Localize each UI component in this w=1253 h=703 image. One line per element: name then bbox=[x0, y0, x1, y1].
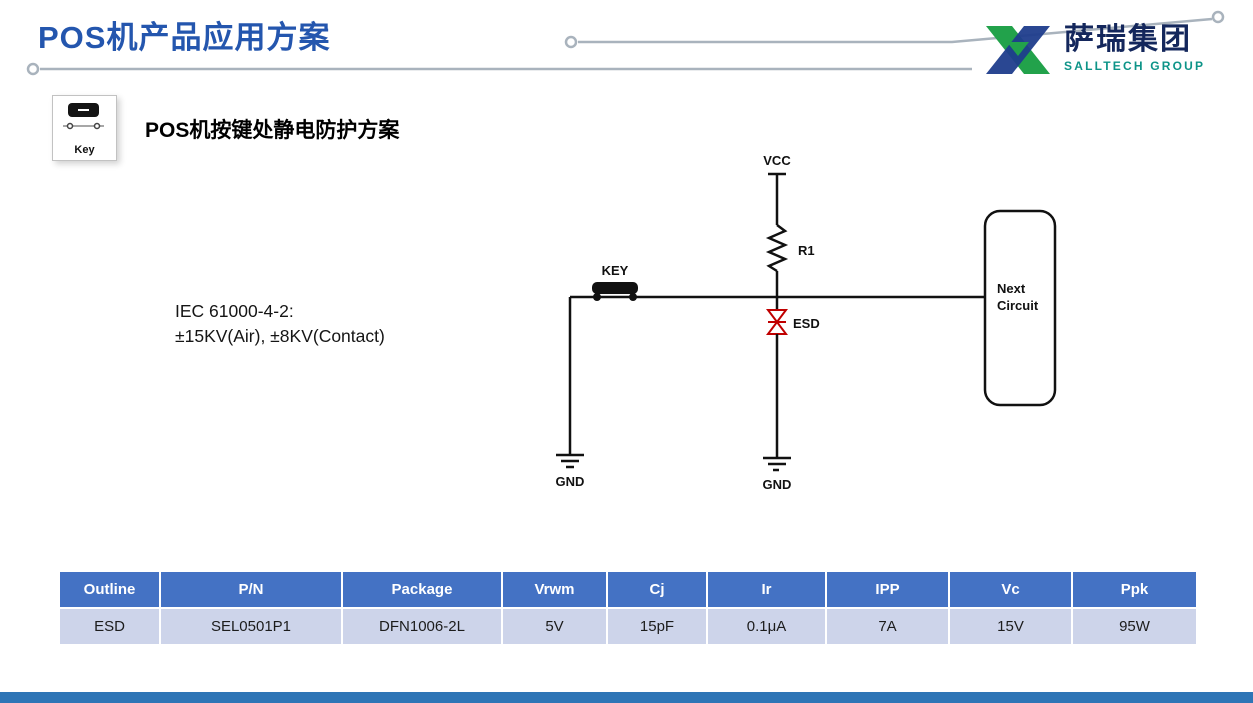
key-switch-icon bbox=[63, 103, 104, 130]
resistor-r1 bbox=[765, 224, 789, 273]
logo-tagline: SALLTECH GROUP bbox=[1064, 59, 1206, 73]
gnd-symbol-right bbox=[763, 456, 791, 472]
esd-label: ESD bbox=[793, 316, 820, 331]
key-icon-label: Key bbox=[74, 144, 95, 156]
deco-ring-left bbox=[26, 62, 40, 76]
gnd-right-label: GND bbox=[763, 477, 792, 492]
cell-ipp: 7A bbox=[827, 609, 950, 646]
deco-ring-middle bbox=[564, 35, 578, 49]
col-header-vc: Vc bbox=[950, 572, 1073, 609]
vcc-label: VCC bbox=[763, 153, 791, 168]
logo-mark-icon bbox=[986, 26, 1050, 74]
next-circuit-line2: Circuit bbox=[997, 298, 1039, 313]
gnd-symbol-left bbox=[556, 453, 584, 469]
bottom-accent-bar bbox=[0, 692, 1253, 703]
key-label: KEY bbox=[602, 263, 629, 278]
logo-company-name: 萨瑞集团 bbox=[1064, 23, 1192, 56]
cell-package: DFN1006-2L bbox=[343, 609, 503, 646]
cell-vrwm: 5V bbox=[503, 609, 608, 646]
col-header-pn: P/N bbox=[161, 572, 343, 609]
section-heading: POS机按键处静电防护方案 bbox=[145, 119, 400, 142]
company-logo: 萨瑞集团 SALLTECH GROUP bbox=[982, 22, 1205, 78]
r1-label: R1 bbox=[798, 243, 815, 258]
cell-cj: 15pF bbox=[608, 609, 708, 646]
spec-table: Outline P/N Package Vrwm Cj Ir IPP Vc Pp… bbox=[60, 572, 1196, 646]
deco-ring-top-right bbox=[1211, 10, 1225, 24]
col-header-vrwm: Vrwm bbox=[503, 572, 608, 609]
esd-diode bbox=[766, 309, 788, 335]
cell-ir: 0.1μA bbox=[708, 609, 827, 646]
cell-outline: ESD bbox=[60, 609, 161, 646]
page-title: POS机产品应用方案 bbox=[38, 20, 331, 55]
col-header-package: Package bbox=[343, 572, 503, 609]
gnd-left-label: GND bbox=[556, 474, 585, 489]
cell-pn: SEL0501P1 bbox=[161, 609, 343, 646]
col-header-ir: Ir bbox=[708, 572, 827, 609]
key-icon-card: Key bbox=[52, 95, 117, 161]
next-circuit-box bbox=[983, 209, 1057, 407]
col-header-ipp: IPP bbox=[827, 572, 950, 609]
col-header-cj: Cj bbox=[608, 572, 708, 609]
cell-ppk: 95W bbox=[1073, 609, 1196, 646]
next-circuit-line1: Next bbox=[997, 281, 1026, 296]
logo-text-block: 萨瑞集团 SALLTECH GROUP bbox=[1064, 22, 1205, 73]
iec-standard-text: IEC 61000-4-2: ±15KV(Air), ±8KV(Contact) bbox=[175, 299, 385, 349]
iec-line1: IEC 61000-4-2: bbox=[175, 301, 294, 321]
cell-vc: 15V bbox=[950, 609, 1073, 646]
circuit-diagram: VCC R1 KEY GND ESD bbox=[556, 153, 1057, 492]
col-header-ppk: Ppk bbox=[1073, 572, 1196, 609]
col-header-outline: Outline bbox=[60, 572, 161, 609]
key-switch bbox=[592, 282, 638, 301]
iec-line2: ±15KV(Air), ±8KV(Contact) bbox=[175, 326, 385, 346]
